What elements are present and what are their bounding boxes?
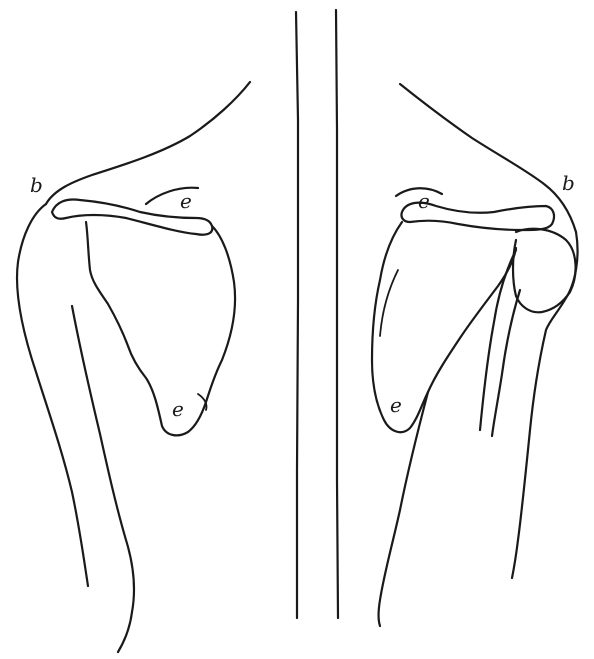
right-e-top-label: e	[418, 189, 430, 213]
left-e-bottom-label: e	[172, 397, 184, 421]
left-neck-contour	[46, 82, 250, 204]
right-side: b e e	[372, 84, 578, 626]
left-side: b e e	[17, 82, 250, 652]
spine-lines	[296, 10, 338, 618]
right-e-bottom-label: e	[390, 393, 402, 417]
right-back-contour	[379, 392, 429, 626]
left-b-label: b	[30, 173, 43, 197]
right-scapula-inner-contour	[380, 270, 398, 336]
spine-left-line	[296, 12, 298, 618]
left-arm-outer	[17, 204, 88, 586]
left-scapula-tip-bump	[198, 394, 207, 410]
right-shoulder-outer	[512, 232, 578, 578]
left-e-top-label: e	[180, 189, 192, 213]
right-b-label: b	[562, 171, 575, 195]
left-arm-inner	[72, 306, 134, 652]
spine-right-line	[336, 10, 338, 618]
